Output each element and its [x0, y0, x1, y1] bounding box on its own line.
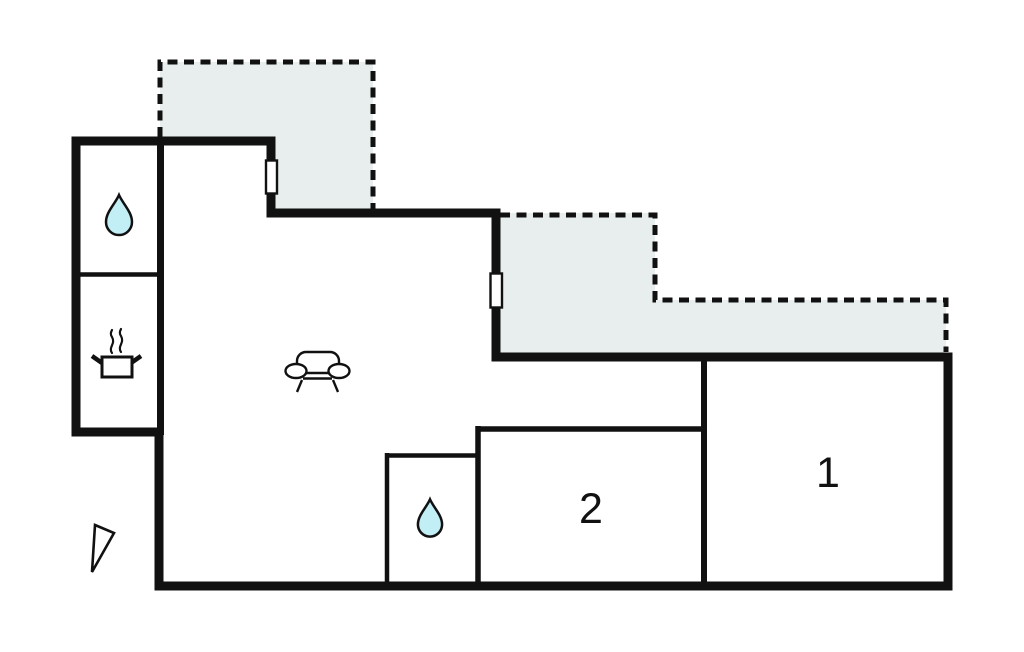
sofa-armrest: [327, 362, 351, 380]
sofa-icon: [284, 350, 351, 393]
water-drop-shape: [416, 496, 444, 538]
pot-body: [100, 355, 134, 379]
apartment-floor: [76, 141, 948, 586]
cooking-pot-icon: [90, 327, 143, 379]
terrace-right-dashed-outline: [500, 212, 949, 352]
water-drop-icon: [104, 191, 134, 237]
door-marker-terrace-right: [489, 272, 504, 309]
bedroom1-label: 1: [816, 449, 840, 497]
bedroom2-label: 2: [579, 485, 603, 533]
north-arrow-icon: [90, 523, 116, 573]
sofa-leg: [295, 379, 304, 393]
sofa-armrest: [284, 362, 308, 380]
sofa-leg: [331, 379, 340, 393]
door-marker-terrace-top: [264, 159, 279, 195]
steam-line: [109, 328, 115, 355]
water-drop-icon: [416, 496, 444, 538]
terrace-right-area: [497, 213, 946, 357]
steam-line: [118, 327, 124, 354]
water-drop-shape: [104, 191, 134, 237]
terrace-top-dashed-outline: [157, 59, 376, 210]
